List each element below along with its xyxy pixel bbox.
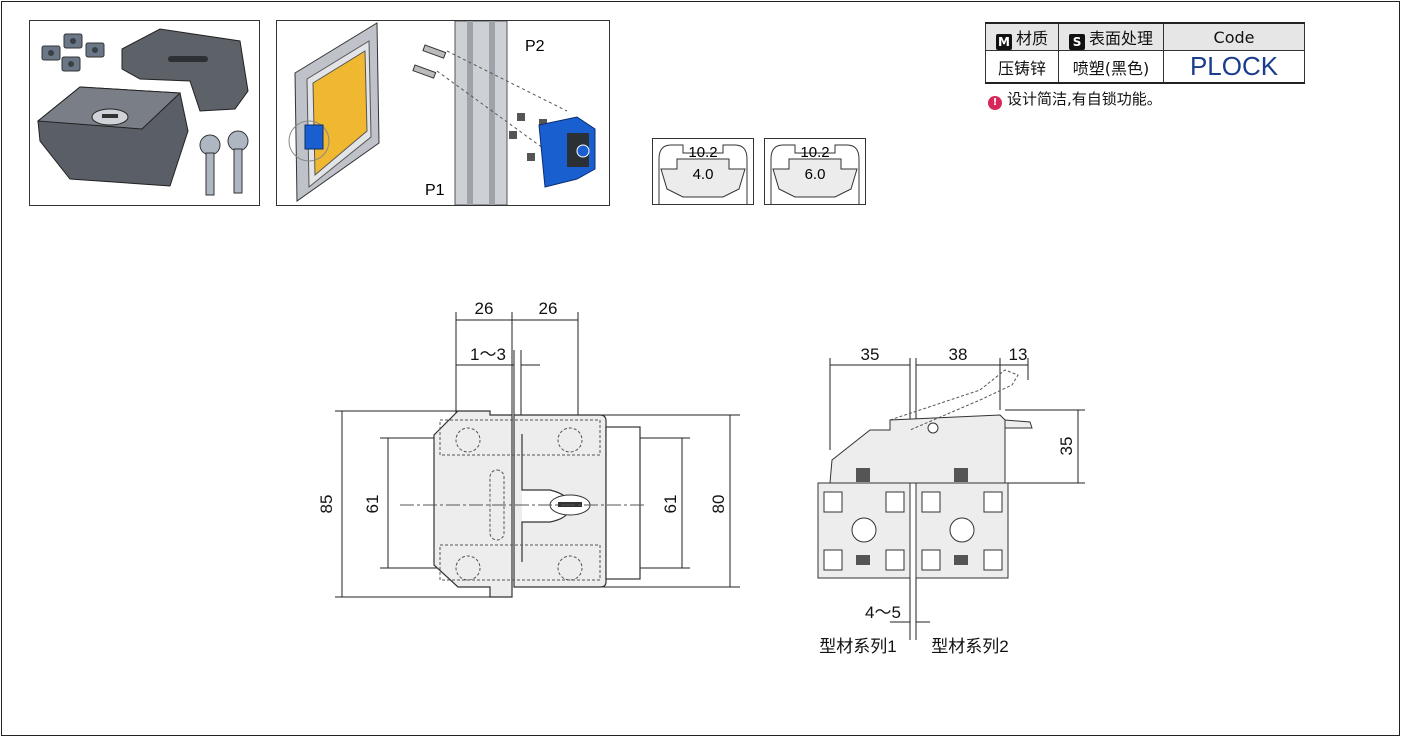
slot-2-depth: 6.0 [805,166,826,183]
label-profile-series-2: 型材系列2 [931,637,1008,656]
dim-38: 38 [949,345,968,364]
label-p1: P1 [425,182,445,199]
product-illustration [36,28,249,196]
slot-profile-1: 10.2 4.0 [652,138,754,205]
label-p2: P2 [525,38,545,55]
dim-35-top: 35 [861,345,880,364]
dim-gap-4-5: 4～5 [865,603,901,622]
slot-2-width: 10.2 [800,144,829,161]
dim-85: 85 [317,495,336,514]
feature-note: !设计简洁,有自锁功能。 [988,88,1162,110]
label-profile-series-1: 型材系列1 [819,637,896,656]
dim-61-right: 61 [661,495,680,514]
dim-80: 80 [709,495,728,514]
installation-illustration: P2 P1 [288,21,596,205]
material-value: 压铸锌 [984,50,1060,84]
side-view-drawing: 35 38 13 35 4～5 型材系列1 型材系列2 [817,345,1085,656]
code-value: PLOCK [1163,50,1306,84]
dim-35-side: 35 [1057,437,1076,456]
material-tag-icon: M [996,33,1012,50]
installation-image-panel: P2 P1 [276,20,610,206]
dim-26-right: 26 [539,299,558,318]
slot-1-depth: 4.0 [693,166,714,183]
slot-profile-2: 10.2 6.0 [764,138,866,205]
product-image-panel [29,20,260,206]
dim-gap-1-3: 1～3 [470,345,506,364]
surface-value: 喷塑(黑色) [1058,50,1165,84]
info-bulb-icon: ! [988,96,1002,110]
dim-26-left: 26 [475,299,494,318]
dim-61-left: 61 [363,495,382,514]
slot-1-width: 10.2 [688,144,717,161]
code-header: Code [1163,22,1306,51]
dim-13: 13 [1009,345,1028,364]
surface-tag-icon: S [1069,33,1086,50]
front-view-drawing: 26 26 1～3 85 61 61 80 [317,299,740,598]
